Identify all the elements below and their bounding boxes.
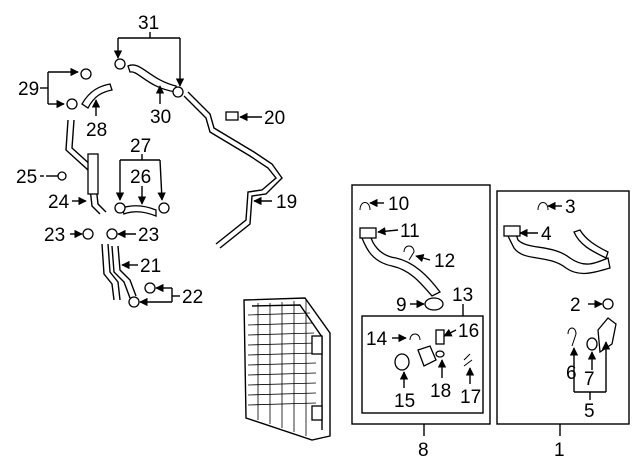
hose-assembly-left <box>46 58 283 308</box>
radiator-drawing <box>243 297 331 441</box>
callout-23-right: 23 <box>138 225 159 246</box>
callout-8: 8 <box>418 440 429 461</box>
callout-21: 21 <box>140 256 161 277</box>
callout-26: 26 <box>130 167 151 188</box>
callout-13: 13 <box>452 285 473 306</box>
callout-30: 30 <box>150 107 171 128</box>
callout-12: 12 <box>434 251 455 272</box>
callout-20: 20 <box>264 108 285 129</box>
callout-31: 31 <box>138 13 159 34</box>
callout-1: 1 <box>554 440 565 461</box>
callout-2: 2 <box>570 295 581 316</box>
leader-lines <box>40 32 611 400</box>
callout-18: 18 <box>430 381 451 402</box>
callout-25: 25 <box>16 167 37 188</box>
callout-5: 5 <box>584 401 595 422</box>
callout-15: 15 <box>394 391 415 412</box>
hose-assembly-box1 <box>503 202 617 354</box>
callout-3: 3 <box>565 197 576 218</box>
hose-assembly-box8 <box>359 202 473 371</box>
callout-4: 4 <box>541 224 552 245</box>
callout-19: 19 <box>276 192 297 213</box>
callout-labels: 31 29 28 30 20 27 26 25 24 19 23 23 21 2… <box>16 13 595 461</box>
callout-24: 24 <box>48 192 70 213</box>
callout-28: 28 <box>86 120 107 141</box>
callout-29: 29 <box>18 79 39 100</box>
callout-14: 14 <box>366 329 388 350</box>
callout-6: 6 <box>566 363 577 384</box>
callout-10: 10 <box>388 194 409 215</box>
callout-23-left: 23 <box>44 225 65 246</box>
group-box-8 <box>351 184 491 436</box>
callout-27: 27 <box>130 136 151 157</box>
callout-16: 16 <box>458 321 479 342</box>
callout-17: 17 <box>460 387 481 408</box>
callout-22: 22 <box>182 287 203 308</box>
callout-7: 7 <box>584 369 595 390</box>
callout-11: 11 <box>400 221 420 242</box>
callout-9: 9 <box>396 295 407 316</box>
group-box-1 <box>496 190 630 436</box>
